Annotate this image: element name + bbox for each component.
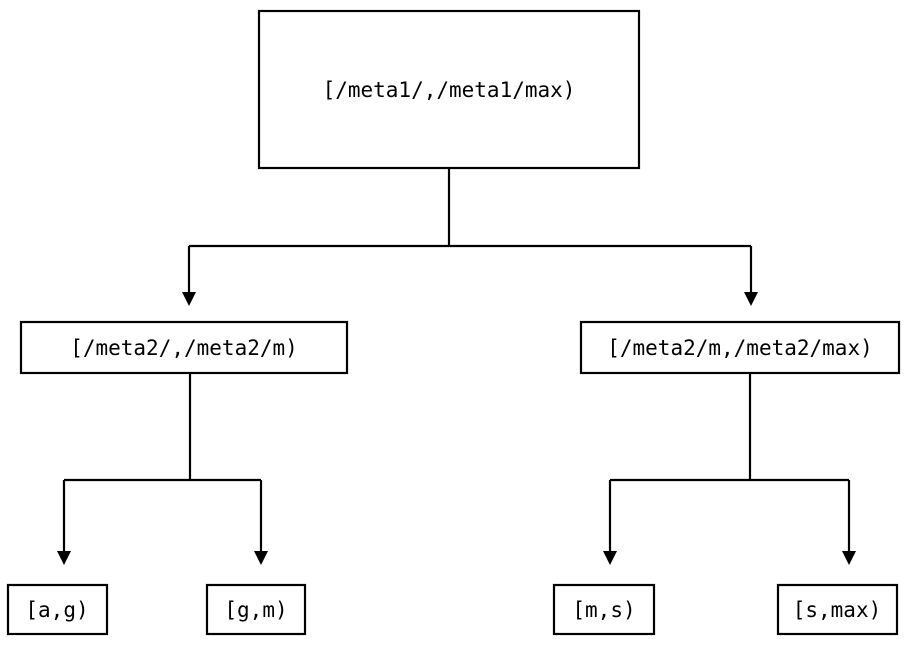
- node-leaf-gm-box[interactable]: [205, 583, 307, 636]
- node-root[interactable]: [/meta1/,/meta1/max): [257, 9, 641, 170]
- arrowhead-root-to-mid-right: [744, 292, 758, 306]
- node-leaf-smax-box[interactable]: [776, 583, 899, 636]
- node-leaf-smax[interactable]: [s,max): [776, 583, 899, 636]
- arrowhead-mid-right-to-leaf-smax: [842, 551, 856, 565]
- node-leaf-ag-box[interactable]: [6, 583, 109, 636]
- node-mid-right-label: [/meta2/m,/meta2/max): [607, 336, 873, 360]
- node-mid-left-box[interactable]: [19, 320, 349, 375]
- node-mid-right-box[interactable]: [579, 320, 901, 375]
- edge-group-mid-left: [57, 373, 268, 565]
- arrowhead-mid-left-to-leaf-gm: [254, 551, 268, 565]
- edge-group-mid-right: [603, 373, 856, 565]
- node-leaf-gm-label: [g,m): [224, 598, 287, 622]
- node-mid-right[interactable]: [/meta2/m,/meta2/max): [579, 320, 901, 375]
- arrowhead-root-to-mid-left: [182, 292, 196, 306]
- node-root-label: [/meta1/,/meta1/max): [323, 78, 576, 102]
- node-root-box[interactable]: [257, 9, 641, 170]
- edge-group-root: [182, 168, 758, 306]
- node-leaf-ag[interactable]: [a,g): [6, 583, 109, 636]
- arrowhead-mid-left-to-leaf-ag: [57, 551, 71, 565]
- node-leaf-smax-label: [s,max): [793, 598, 882, 622]
- arrowhead-mid-right-to-leaf-ms: [603, 551, 617, 565]
- node-leaf-ms[interactable]: [m,s): [552, 583, 656, 636]
- node-mid-left[interactable]: [/meta2/,/meta2/m): [19, 320, 349, 375]
- node-leaf-ms-box[interactable]: [552, 583, 656, 636]
- node-mid-left-label: [/meta2/,/meta2/m): [70, 336, 298, 360]
- node-leaf-ms-label: [m,s): [572, 598, 635, 622]
- node-leaf-ag-label: [a,g): [25, 598, 88, 622]
- node-leaf-gm[interactable]: [g,m): [205, 583, 307, 636]
